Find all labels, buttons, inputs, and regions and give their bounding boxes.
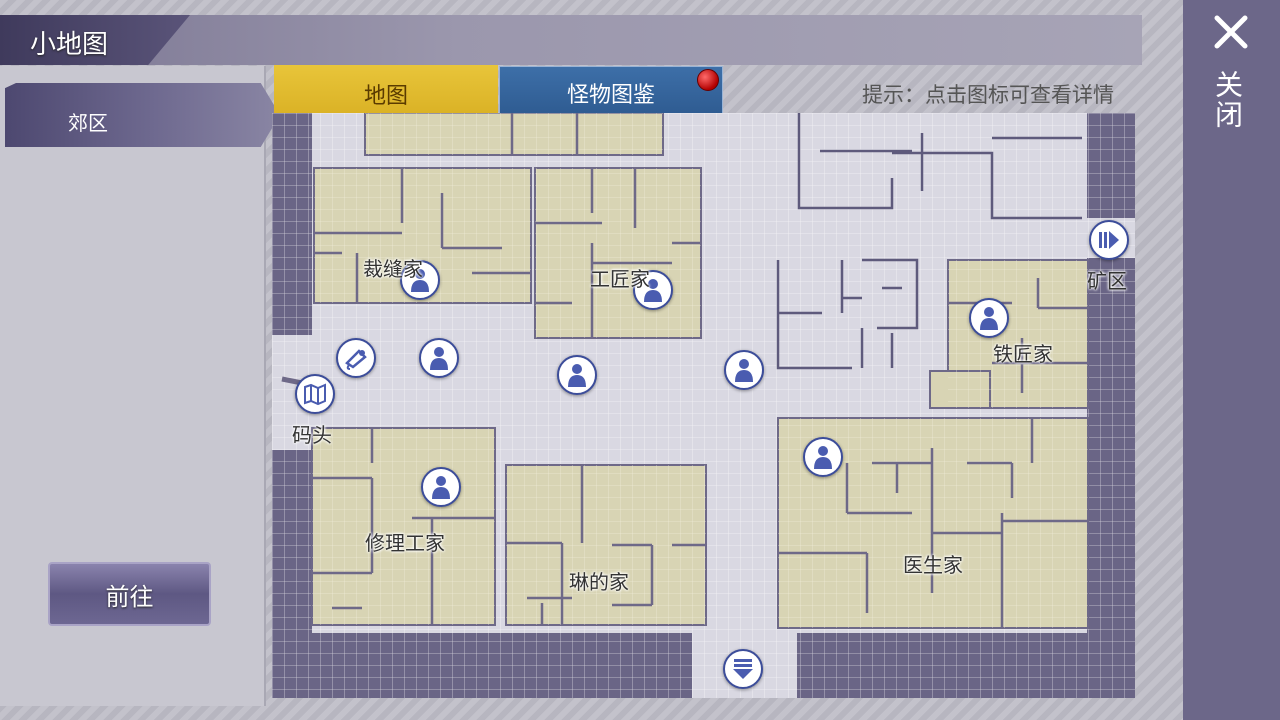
window-title: 小地图 (30, 30, 109, 60)
wall-segment (778, 418, 1088, 628)
house-repairman-grid (312, 428, 495, 625)
wall-segment (776, 258, 919, 370)
vacant-blocks (776, 113, 1082, 370)
exit-right-arrow-icon[interactable] (1089, 220, 1129, 260)
exit-down-arrow-icon[interactable] (723, 649, 763, 689)
label-doctor: 医生家 (903, 553, 963, 577)
label-mine: 矿区 (1087, 269, 1127, 293)
label-craftsman: 工匠家 (590, 267, 650, 291)
npc-person-icon[interactable] (633, 270, 673, 310)
npc-person-icon[interactable] (557, 355, 597, 395)
sidebar-item-suburb[interactable] (5, 83, 280, 147)
close-button[interactable]: 关闭 (1211, 70, 1244, 130)
sidebar-item-label: 郊区 (68, 111, 108, 135)
house-craftsman-grid (535, 168, 701, 338)
wall-segment (506, 465, 706, 625)
npc-person-icon[interactable] (400, 260, 440, 300)
label-tailor: 裁缝家 (363, 257, 423, 281)
wall-segment (535, 168, 701, 338)
label-repairman: 修理工家 (365, 531, 445, 555)
wall-segment (312, 428, 495, 625)
go-button[interactable]: 前往 (48, 562, 211, 626)
tab-map-label: 地图 (363, 84, 408, 109)
label-lin: 琳的家 (569, 570, 629, 594)
close-panel (1183, 0, 1280, 720)
npc-person-icon[interactable] (421, 467, 461, 507)
label-dock: 码头 (292, 423, 332, 447)
label-blacksmith: 铁匠家 (993, 342, 1053, 366)
map-canvas (272, 113, 1135, 698)
close-icon[interactable] (1213, 14, 1249, 50)
notification-dot-icon (697, 69, 719, 91)
house-top-grid (365, 113, 663, 155)
map-view[interactable]: 裁缝家 工匠家 矿区 铁匠家 码头 修理工家 琳的家 医生家 (272, 113, 1135, 698)
npc-person-icon[interactable] (803, 437, 843, 477)
wall-segment (314, 168, 531, 303)
wall-segment (510, 113, 579, 155)
house-blacksmith-grid (948, 260, 1088, 408)
hint-text: 提示：点击图标可查看详情 (862, 83, 1114, 107)
wall-segment (797, 113, 1082, 220)
npc-person-icon[interactable] (724, 350, 764, 390)
npc-person-icon[interactable] (419, 338, 459, 378)
title-bar (0, 15, 1142, 65)
horn-icon[interactable] (336, 338, 376, 378)
interior-walls (312, 113, 1088, 628)
npc-person-icon[interactable] (969, 298, 1009, 338)
tab-monster-guide-label: 怪物图鉴 (566, 83, 655, 108)
dock-map-icon[interactable] (295, 374, 335, 414)
